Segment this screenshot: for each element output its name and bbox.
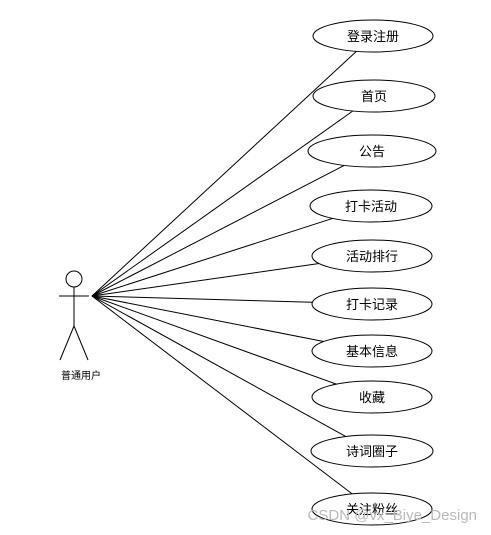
association-line — [91, 295, 353, 495]
use-case-ellipse — [312, 79, 436, 113]
watermark: CSDN @vx_Biye_Design — [307, 507, 477, 524]
use-case-ellipse — [309, 189, 433, 223]
association-line — [91, 295, 337, 385]
use-case: 打卡记录 — [311, 287, 433, 321]
use-case-ellipse — [311, 334, 433, 368]
use-case-ellipse — [311, 380, 433, 414]
association-line — [91, 164, 345, 297]
use-case: 活动排行 — [311, 239, 433, 273]
actor-left-leg — [59, 325, 75, 361]
actor-figure — [59, 270, 89, 361]
association-line — [91, 295, 347, 437]
use-case-label: 登录注册 — [347, 30, 399, 45]
use-case-ellipse — [312, 19, 434, 53]
association-line — [91, 110, 354, 297]
association-line — [91, 51, 357, 297]
use-case-label: 基本信息 — [346, 344, 398, 360]
use-case-ellipse — [311, 492, 433, 526]
use-case-label: 首页 — [361, 90, 387, 105]
use-case: 基本信息 — [311, 334, 433, 368]
use-case-ellipse — [307, 134, 437, 168]
use-case-label: 活动排行 — [346, 250, 398, 265]
actor-label: 普通用户 — [61, 371, 101, 382]
use-case-label: 打卡活动 — [345, 200, 397, 215]
association-line — [91, 295, 324, 343]
use-case: 收藏 — [311, 380, 433, 414]
actor-head — [65, 270, 83, 288]
use-case-label: 公告 — [359, 145, 385, 160]
use-case: 登录注册 — [312, 19, 434, 53]
use-case-ellipse — [310, 434, 434, 468]
use-case-ellipse — [311, 239, 433, 273]
use-case: 公告 — [307, 134, 437, 168]
use-case-label: 打卡记录 — [346, 298, 398, 313]
use-case-label: 关注粉丝 — [346, 503, 398, 518]
use-case: 打卡活动 — [309, 189, 433, 223]
use-case: 首页 — [312, 79, 436, 113]
use-case: 关注粉丝 — [311, 492, 433, 526]
association-line — [91, 263, 320, 297]
use-case-label: 诗词圈子 — [346, 445, 398, 460]
association-lines — [91, 51, 357, 495]
use-case-ellipse — [311, 287, 433, 321]
actor-right-leg — [73, 325, 89, 361]
association-line — [91, 295, 313, 303]
association-line — [91, 217, 333, 297]
use-case: 诗词圈子 — [310, 434, 434, 468]
use-case-label: 收藏 — [359, 391, 385, 406]
